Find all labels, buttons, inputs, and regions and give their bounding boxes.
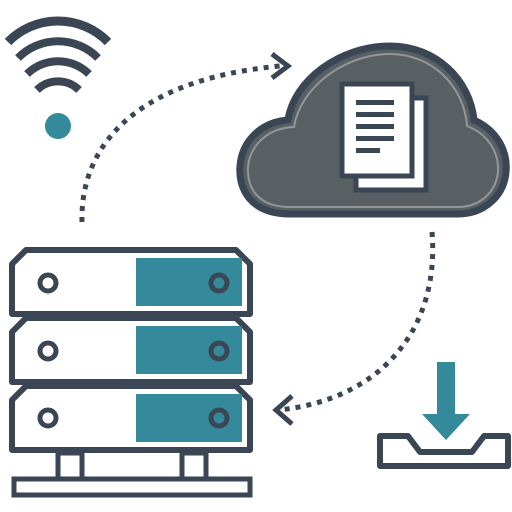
wifi-icon	[4, 16, 112, 139]
wifi-arc-middle	[24, 57, 92, 77]
download-icon	[377, 362, 511, 469]
cloud-shape-inner	[246, 52, 500, 208]
server-knob	[208, 340, 230, 362]
server-led	[37, 272, 59, 294]
server-stand	[11, 450, 253, 498]
server-knob	[208, 407, 230, 429]
server-base	[11, 476, 253, 498]
download-tray	[377, 433, 511, 469]
cloud-icon	[236, 42, 510, 218]
server-led	[37, 407, 59, 429]
wifi-arc-outer	[4, 16, 112, 46]
arrowhead-top	[270, 52, 293, 80]
document-icon	[339, 81, 429, 193]
document-front	[339, 81, 415, 179]
document-line	[356, 112, 394, 117]
server-unit	[9, 383, 253, 453]
wifi-dot	[45, 113, 71, 139]
dotted-path-bottom	[277, 231, 436, 413]
server-unit	[9, 315, 253, 385]
sync-arrow-icon-bottom	[272, 231, 436, 426]
download-arrow	[422, 362, 470, 440]
server-leg	[55, 450, 85, 482]
document-line	[356, 148, 380, 153]
document-line	[356, 124, 394, 129]
arrowhead-bottom	[272, 394, 294, 426]
server-knob	[208, 272, 230, 294]
server-unit	[9, 247, 253, 317]
dotted-path-top	[79, 63, 281, 223]
server-rack-icon	[9, 247, 253, 498]
server-leg	[179, 450, 209, 482]
server-led	[37, 340, 59, 362]
document-line	[356, 100, 394, 105]
wifi-arc-outer-2	[15, 37, 101, 61]
document-line	[356, 136, 394, 141]
wifi-arc-inner	[34, 77, 82, 94]
sync-arrow-icon-top	[79, 52, 293, 223]
